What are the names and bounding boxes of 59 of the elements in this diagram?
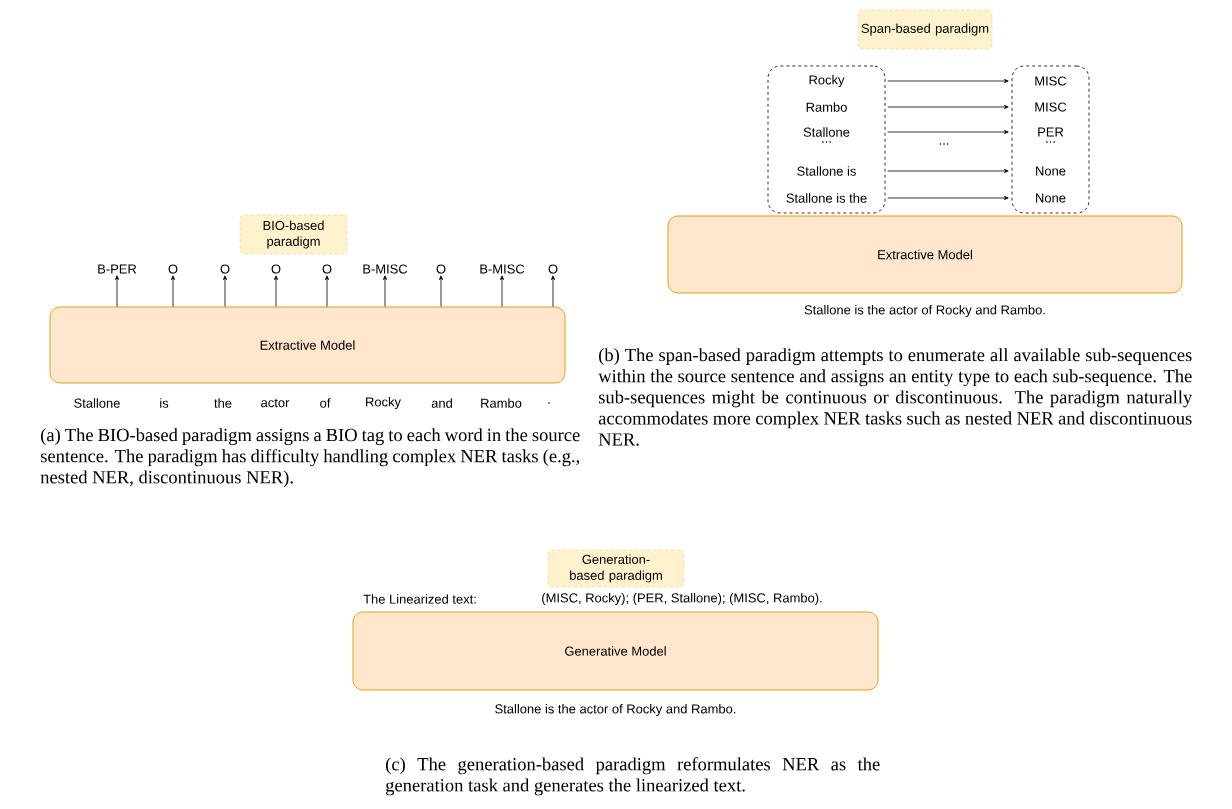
ellipsis: ... xyxy=(939,143,949,145)
tag-label: O xyxy=(168,264,178,274)
word-label: and xyxy=(431,398,452,408)
word-label: Rocky xyxy=(366,396,401,410)
arrow xyxy=(887,79,1009,83)
arrow xyxy=(274,275,278,307)
span-label: Rambo xyxy=(806,102,847,112)
span-label: Rocky xyxy=(809,74,845,88)
span-label: Stallone is xyxy=(797,166,856,176)
span-label: None xyxy=(1036,166,1066,176)
arrow xyxy=(223,275,227,307)
span-label: None xyxy=(1036,193,1066,203)
word-label: the xyxy=(214,398,232,408)
tag-label: B-MISC xyxy=(480,264,525,274)
span-label: Stallone xyxy=(803,127,850,137)
tag-label: O xyxy=(436,264,446,274)
arrow xyxy=(500,275,504,307)
span-label: PER xyxy=(1038,127,1064,137)
caption: (b) The span-based paradigm attempts to enumerate all available sub-sequences within the source sentence and assigns an entity type to each sub-sequence. The sub-sequences might be continuous or discontinuous. The paradigm naturally accommodates more complex NER tasks such as nested NER and discontinuous NER. xyxy=(598,348,1193,446)
arrow xyxy=(439,275,443,307)
arrow xyxy=(325,275,329,307)
arrow xyxy=(887,196,1009,200)
tag-label: O xyxy=(322,264,332,274)
span-label: Stallone is the xyxy=(786,193,867,203)
word-label: Stallone xyxy=(74,398,120,408)
arrow xyxy=(171,275,175,307)
word-label: Rambo xyxy=(481,398,522,408)
input-sentence: Stallone is the actor of Rocky and Rambo. xyxy=(804,304,1045,318)
model-box: Generative Model xyxy=(352,611,879,691)
input-sentence: Stallone is the actor of Rocky and Rambo. xyxy=(495,703,736,717)
model-box: Extractive Model xyxy=(667,215,1183,294)
ellipsis: ... xyxy=(1046,141,1055,143)
dashed-group-box xyxy=(767,65,886,214)
tag-label: O xyxy=(548,264,558,274)
paradigm-tag-box: BIO-based paradigm xyxy=(239,214,348,255)
paradigm-tag-box: Generation-based paradigm xyxy=(547,549,685,588)
tag-label: O xyxy=(220,264,230,274)
caption: (a) The BIO-based paradigm assigns a BIO tag to each word in the source sentence. The paradigm has difficulty handling complex NER tasks (e.g., nested NER, discontinuous NER). xyxy=(40,428,580,488)
dashed-group-box xyxy=(1011,65,1090,214)
span-label: MISC xyxy=(1035,102,1067,112)
arrow xyxy=(887,105,1009,109)
paradigm-tag-box: Span-based paradigm xyxy=(857,9,993,50)
arrow xyxy=(383,275,387,307)
model-box: Extractive Model xyxy=(49,306,566,384)
tag-label: O xyxy=(271,264,281,274)
arrow xyxy=(551,275,555,307)
caption: (c) The generation-based paradigm reformulates NER as the generation task and generates the linearized text. xyxy=(386,757,880,796)
arrow xyxy=(887,169,1009,173)
arrow xyxy=(115,275,119,307)
word-label: actor xyxy=(261,398,290,408)
span-label: MISC xyxy=(1035,76,1067,86)
tag-label: B-PER xyxy=(98,264,137,274)
arrow xyxy=(887,130,1009,134)
tag-label: B-MISC xyxy=(363,264,408,274)
ellipsis: ... xyxy=(822,141,831,143)
word-label: is xyxy=(160,398,169,408)
word-label: of xyxy=(320,398,331,408)
word-label: (MISC, Rocky); (PER, Stallone); (MISC, Rambo). xyxy=(542,592,822,606)
word-label: . xyxy=(548,402,550,404)
